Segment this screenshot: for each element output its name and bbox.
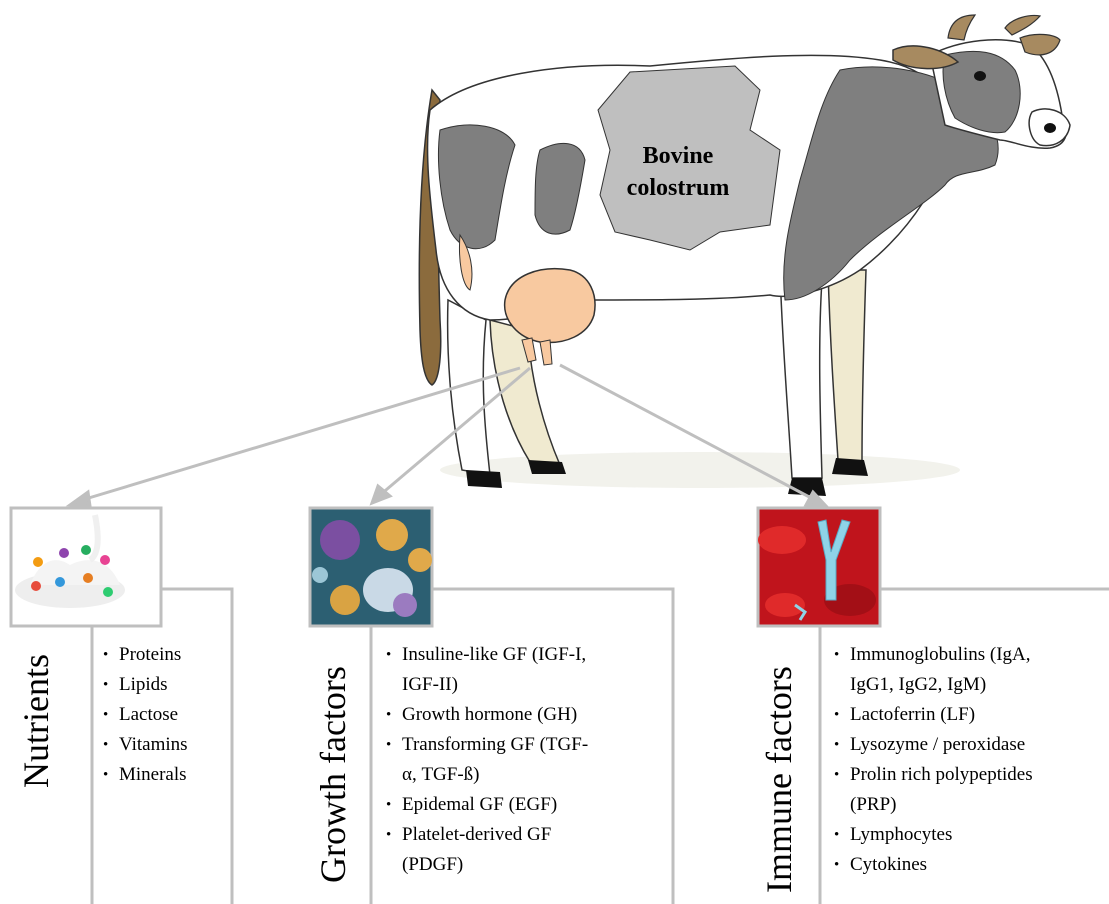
list-item-text-cont: (PDGF) [402, 850, 671, 880]
list-item-text: Prolin rich polypeptides [850, 764, 1033, 785]
cow-hoof-3 [788, 478, 826, 496]
cow-horn-left [948, 15, 975, 40]
list-item: Lymphocytes [834, 820, 1109, 850]
list-item-text: Epidemal GF (EGF) [402, 794, 557, 815]
list-item: Lactose [103, 700, 188, 730]
cow-eye [974, 71, 986, 81]
list-item: Vitamins [103, 730, 188, 760]
list-item: Immunoglobulins (IgA, IgG1, IgG2, IgM) [834, 640, 1109, 700]
list-item-text: Cytokines [850, 854, 927, 875]
list-item: Epidemal GF (EGF) [386, 790, 671, 820]
antibody-icon [758, 508, 880, 626]
list-item: Prolin rich polypeptides (PRP) [834, 760, 1109, 820]
milk-splash-icon [11, 508, 161, 626]
cow-label-line1: Bovine [598, 140, 758, 172]
list-item: Insuline-like GF (IGF-I, IGF-II) [386, 640, 671, 700]
list-item-text: Lactoferrin (LF) [850, 704, 975, 725]
list-item: Proteins [103, 640, 188, 670]
cow-udder [505, 269, 595, 343]
cow-hoof-4 [832, 458, 868, 476]
list-item-text: Platelet-derived GF [402, 824, 551, 845]
list-item-text-cont: α, TGF-ß) [402, 760, 671, 790]
growth-factors-list: Insuline-like GF (IGF-I, IGF-II) Growth h… [386, 640, 671, 880]
nutrients-list: Proteins Lipids Lactose Vitamins Mineral… [103, 640, 188, 790]
list-item: Lysozyme / peroxidase [834, 730, 1109, 760]
list-item-text: Lymphocytes [850, 824, 952, 845]
list-item-text-cont: IGF-II) [402, 670, 671, 700]
list-item: Growth hormone (GH) [386, 700, 671, 730]
cow-nostril [1044, 123, 1056, 133]
list-item-text: Growth hormone (GH) [402, 704, 577, 725]
immune-factors-list: Immunoglobulins (IgA, IgG1, IgG2, IgM) La… [834, 640, 1109, 880]
cow-label: Bovine colostrum [598, 140, 758, 204]
list-item-text: Proteins [119, 644, 181, 665]
cow-hoof-2 [528, 460, 566, 474]
list-item-text: Lipids [119, 674, 168, 695]
list-item-text: Lysozyme / peroxidase [850, 734, 1025, 755]
list-item-text: Lactose [119, 704, 178, 725]
list-item: Platelet-derived GF (PDGF) [386, 820, 671, 880]
nutrients-title: Nutrients [18, 654, 54, 788]
list-item-text: Minerals [119, 764, 187, 785]
list-item: Lipids [103, 670, 188, 700]
cow-front-leg-2 [828, 270, 866, 462]
arrowhead-nutrients [70, 492, 90, 506]
immune-factors-title: Immune factors [761, 666, 797, 893]
cow-front-leg-1 [780, 270, 822, 478]
list-item: Cytokines [834, 850, 1109, 880]
list-item-text: Insuline-like GF (IGF-I, [402, 644, 586, 665]
list-item-text-cont: (PRP) [850, 790, 1109, 820]
list-item: Lactoferrin (LF) [834, 700, 1109, 730]
list-item-text-cont: IgG1, IgG2, IgM) [850, 670, 1109, 700]
cow-shadow [440, 452, 960, 488]
growth-factors-title: Growth factors [315, 666, 351, 883]
list-item: Transforming GF (TGF-α, TGF-ß) [386, 730, 671, 790]
list-item-text: Vitamins [119, 734, 188, 755]
cow-horn-right [1005, 16, 1040, 36]
cow-hoof-1 [466, 470, 502, 488]
cow-label-line2: colostrum [598, 172, 758, 204]
cells-icon [310, 508, 432, 626]
list-item: Minerals [103, 760, 188, 790]
cow-teat-2 [540, 340, 552, 365]
list-item-text: Immunoglobulins (IgA, [850, 644, 1031, 665]
list-item-text: Transforming GF (TGF- [402, 734, 588, 755]
cow-ear-right [1020, 34, 1060, 55]
